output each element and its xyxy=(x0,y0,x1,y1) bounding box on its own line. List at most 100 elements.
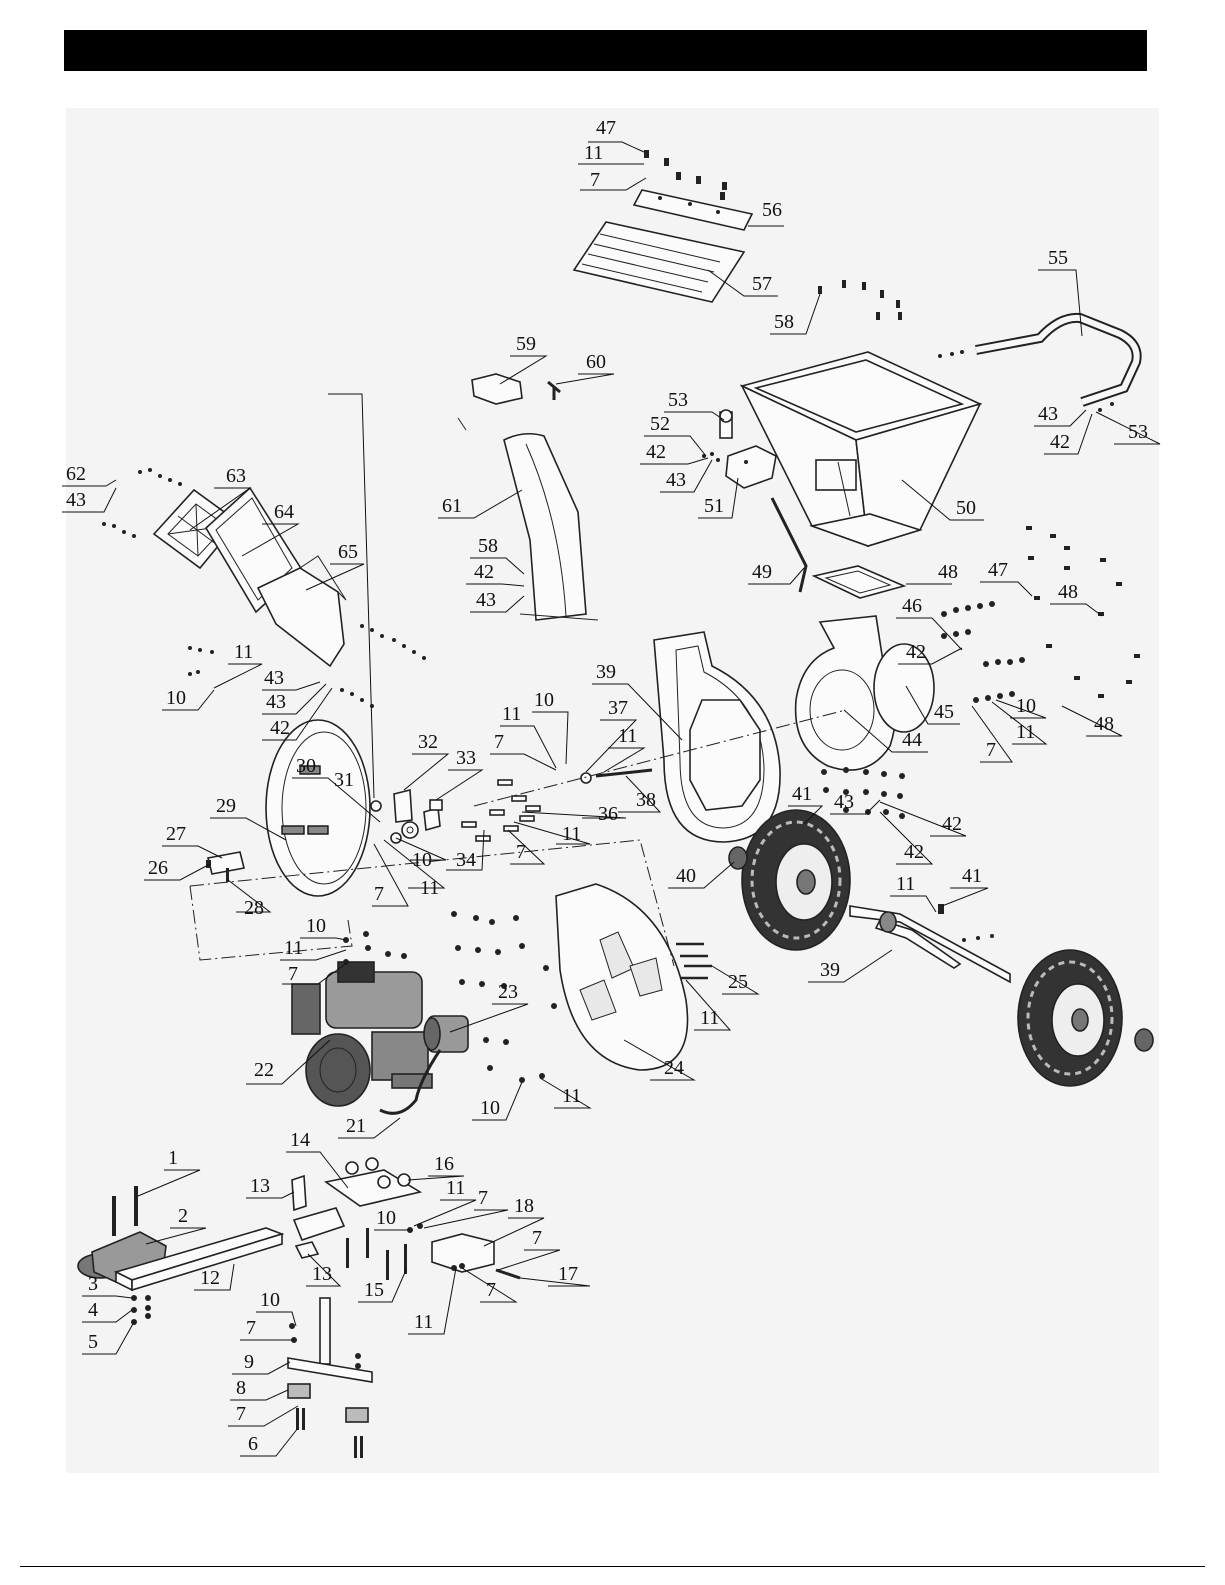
part-60-t-handle xyxy=(547,380,561,400)
label-48-lower: 48 xyxy=(1094,713,1114,735)
label-42-lower: 42 xyxy=(942,813,962,835)
label-51: 50 xyxy=(956,497,976,519)
label-58: 58 xyxy=(774,311,794,333)
part-39-axle xyxy=(849,905,1011,984)
label-47: 47 xyxy=(596,117,616,139)
label-7: 7 xyxy=(494,731,504,753)
label-41-lower: 42 xyxy=(904,841,924,863)
part-12-tongue xyxy=(113,1227,285,1292)
label-12: 12 xyxy=(200,1267,220,1289)
label-43-lower: 43 xyxy=(834,791,854,813)
label-47: 47 xyxy=(988,559,1008,581)
label-27: 29 xyxy=(216,795,236,817)
label-53: 52 xyxy=(650,413,670,435)
label-59: 59 xyxy=(516,333,536,355)
label-14: 14 xyxy=(290,1129,310,1151)
part-8-rubber-pads xyxy=(287,1383,369,1423)
part-61-discharge-chute xyxy=(503,432,599,621)
label-10: 10 xyxy=(166,687,186,709)
label-7: 7 xyxy=(236,1403,246,1425)
label-11: 11 xyxy=(284,937,303,959)
label-10: 10 xyxy=(412,849,432,871)
label-43: 43 xyxy=(476,589,496,611)
label-3: 3 xyxy=(88,1273,98,1295)
label-11: 11 xyxy=(446,1177,465,1199)
part-14-mount-bracket xyxy=(292,1157,423,1241)
label-42: 43 xyxy=(266,691,286,713)
label-2: 2 xyxy=(178,1205,188,1227)
label-61: 61 xyxy=(442,495,462,517)
housing-hardware-right xyxy=(941,526,1140,703)
label-50: 49 xyxy=(752,561,772,583)
label-56: 56 xyxy=(762,199,782,221)
part-58-hopper-screws xyxy=(818,280,902,320)
header-bar xyxy=(64,30,1147,71)
label-11: 11 xyxy=(618,725,637,747)
label-60: 60 xyxy=(586,351,606,373)
label-54: 53 xyxy=(668,389,688,411)
label-64: 64 xyxy=(274,501,294,523)
part-18-bracket xyxy=(407,1223,521,1280)
label-7: 7 xyxy=(288,963,298,985)
part-number-labels: 47 11 7 56 57 58 55 43 42 53 59 60 53 52… xyxy=(66,117,1148,1455)
label-40: 41 xyxy=(962,865,982,887)
part-40-bolt xyxy=(938,904,994,942)
part-52-bracket xyxy=(702,445,777,489)
part-19-hose xyxy=(379,1049,442,1115)
part-56-mounting-plate xyxy=(632,189,754,231)
part-36-rotor-housing xyxy=(653,631,781,843)
part-54-knob xyxy=(719,409,733,439)
label-6: 6 xyxy=(248,1433,258,1455)
engine-hardware xyxy=(343,911,557,1083)
label-7: 7 xyxy=(374,883,384,905)
label-10: 10 xyxy=(1016,695,1036,717)
label-7: 7 xyxy=(986,739,996,761)
label-42: 42 xyxy=(646,441,666,463)
part-38-tire-right xyxy=(1017,949,1154,1087)
label-42: 42 xyxy=(1050,431,1070,453)
part-63-bolts xyxy=(102,468,426,708)
label-63: 63 xyxy=(226,465,246,487)
label-45: 45 xyxy=(934,701,954,723)
label-11: 11 xyxy=(420,877,439,899)
label-49: 48 xyxy=(938,561,958,583)
label-13: 13 xyxy=(250,1175,270,1197)
axle-hardware xyxy=(821,767,905,819)
part-15-bolts xyxy=(346,1228,407,1280)
label-26: 28 xyxy=(244,897,264,919)
label-42: 42 xyxy=(474,561,494,583)
label-65: 65 xyxy=(338,541,358,563)
part-59-chute-bracket xyxy=(457,373,523,431)
label-10: 10 xyxy=(480,1097,500,1119)
label-22: 24 xyxy=(664,1057,684,1079)
label-46: 46 xyxy=(902,595,922,617)
label-33: 36 xyxy=(598,803,618,825)
label-11: 11 xyxy=(584,142,603,164)
assembly-center-lines xyxy=(189,709,847,967)
label-11: 11 xyxy=(562,823,581,845)
label-9: 9 xyxy=(244,1351,254,1373)
part-37-hub-cap xyxy=(728,846,748,870)
label-35: 38 xyxy=(636,789,656,811)
part-13-plate xyxy=(291,1174,320,1259)
part-9-stand xyxy=(287,1297,373,1383)
part-33-studs xyxy=(461,779,541,842)
part-65-feed-chute xyxy=(256,555,347,668)
label-19: 21 xyxy=(346,1115,366,1137)
label-8: 8 xyxy=(236,1377,246,1399)
label-16: 16 xyxy=(434,1153,454,1175)
label-43: 43 xyxy=(1038,403,1058,425)
label-17: 17 xyxy=(558,1263,578,1285)
part-22-rotor-plate xyxy=(555,883,689,1071)
label-58: 58 xyxy=(478,535,498,557)
label-11: 11 xyxy=(414,1311,433,1333)
label-1: 1 xyxy=(168,1147,178,1169)
label-52: 51 xyxy=(704,495,724,517)
label-34: 37 xyxy=(608,697,628,719)
label-43: 43 xyxy=(666,469,686,491)
label-7: 7 xyxy=(246,1317,256,1339)
label-5: 5 xyxy=(88,1331,98,1353)
label-4: 4 xyxy=(88,1299,98,1321)
